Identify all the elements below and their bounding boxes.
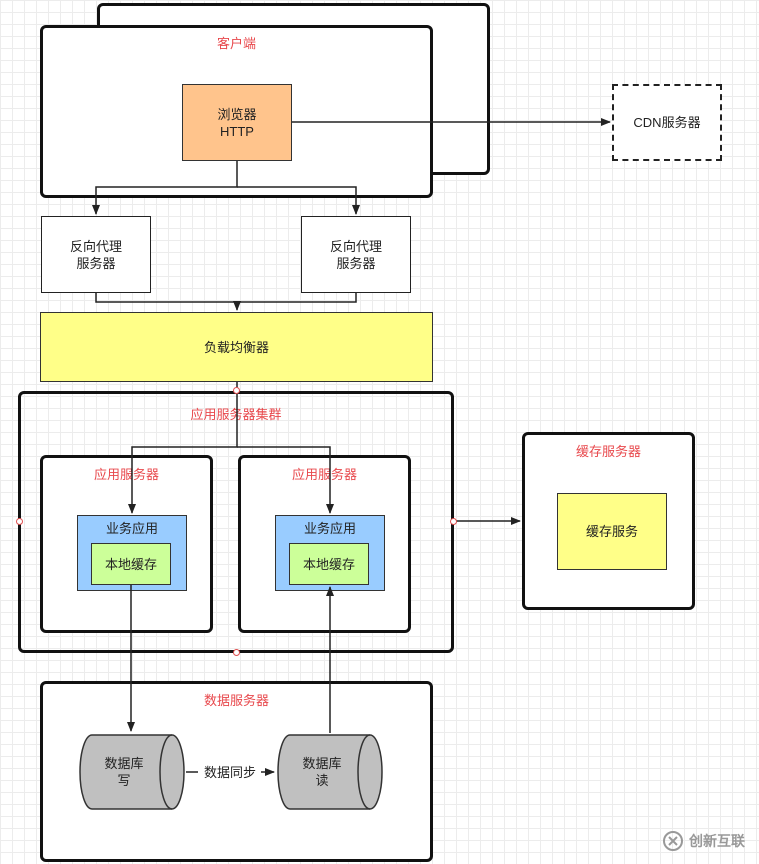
app-server-1-title: 应用服务器 [93, 467, 159, 482]
balancer-to-apps-line [128, 382, 238, 514]
local-cache-2[interactable]: 本地缓存 [289, 543, 369, 585]
browser-node[interactable]: 浏览器 HTTP [182, 84, 292, 161]
app-cluster-title: 应用服务器集群 [190, 407, 282, 422]
cdn-node[interactable]: CDN服务器 [612, 84, 722, 161]
cache-server-title: 缓存服务器 [575, 444, 641, 459]
cluster-handle-top[interactable] [233, 387, 240, 394]
data-sync-label: 数据同步 [199, 763, 261, 781]
browser-to-proxies-line [92, 161, 238, 215]
reverse-proxy-left-line1: 反向代理 [69, 238, 122, 254]
business-app-1-label: 业务应用 [105, 521, 158, 536]
cluster-handle-bottom[interactable] [233, 649, 240, 656]
business-app-2-label: 业务应用 [303, 521, 356, 536]
local-cache-1[interactable]: 本地缓存 [91, 543, 171, 585]
app-server-2-title: 应用服务器 [291, 467, 357, 482]
load-balancer-label: 负载均衡器 [203, 339, 269, 355]
cache-service[interactable]: 缓存服务 [557, 493, 667, 570]
write-db-cylinder[interactable] [78, 733, 186, 811]
cluster-handle-left[interactable] [16, 518, 23, 525]
reverse-proxy-left-line2: 服务器 [76, 255, 116, 271]
browser-label: 浏览器 [217, 106, 257, 122]
write-db-label: 数据库 写 [84, 733, 164, 811]
cache-service-label: 缓存服务 [585, 524, 638, 539]
db-server-title: 数据服务器 [203, 693, 269, 708]
reverse-proxy-right[interactable]: 反向代理 服务器 [301, 216, 411, 293]
proxies-to-balancer-line [95, 293, 357, 303]
browser-to-proxy-right-arrow [237, 186, 360, 215]
local-cache-2-label: 本地缓存 [302, 556, 355, 572]
read-db-line1: 数据库 [302, 756, 342, 771]
write-db-line2: 写 [117, 773, 131, 788]
watermark: 创新互联 [662, 830, 745, 852]
reverse-proxy-right-line1: 反向代理 [329, 238, 382, 254]
cdn-label: CDN服务器 [633, 115, 701, 130]
watermark-text: 创新互联 [689, 833, 745, 849]
reverse-proxy-right-line2: 服务器 [336, 255, 376, 271]
browser-protocol: HTTP [220, 123, 254, 139]
local-cache-1-label: 本地缓存 [104, 556, 157, 572]
cluster-handle-right[interactable] [450, 518, 457, 525]
reverse-proxy-left[interactable]: 反向代理 服务器 [41, 216, 151, 293]
write-db-line1: 数据库 [104, 756, 144, 771]
read-db-line2: 读 [315, 773, 329, 788]
watermark-logo-icon [663, 831, 683, 851]
read-db-cylinder[interactable] [276, 733, 384, 811]
client-title: 客户端 [216, 36, 256, 51]
load-balancer[interactable]: 负载均衡器 [40, 312, 433, 382]
read-db-label: 数据库 读 [282, 733, 362, 811]
balancer-to-app2-arrow [237, 446, 334, 514]
